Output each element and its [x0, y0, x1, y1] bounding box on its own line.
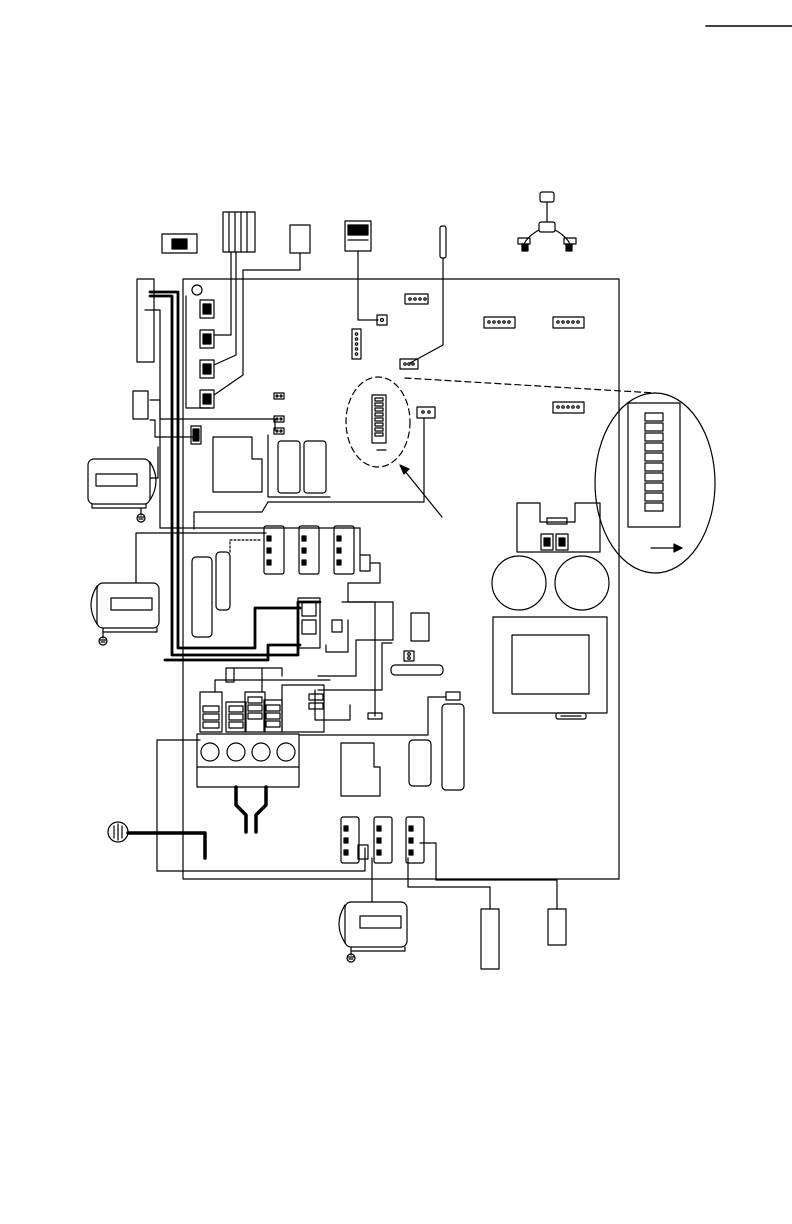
- chip-2: [304, 441, 326, 493]
- callout-dashed-line: [405, 378, 655, 393]
- switch-component: [162, 234, 197, 253]
- relay-bottom-3: [406, 817, 424, 863]
- left-small-box: [133, 391, 148, 419]
- component-right-mid: [411, 613, 429, 641]
- dotted-trace: [230, 540, 262, 552]
- power-cable: [236, 787, 266, 832]
- relay-bottom-1: [341, 817, 359, 863]
- chip-1: [278, 441, 300, 493]
- wire-bottom-loop: [157, 740, 365, 871]
- thin-wire-b: [150, 400, 275, 430]
- fuse-holder-2: [216, 552, 230, 610]
- connector-6pin-b: [553, 317, 584, 328]
- wire-heater-2: [214, 252, 236, 365]
- connector-2pin: [194, 407, 435, 529]
- trace-mid-3: [326, 620, 348, 652]
- dip-switch-large: [628, 403, 680, 527]
- connector-j4: [200, 390, 214, 408]
- capacitor-1: [492, 556, 546, 610]
- small-relay-box: [360, 555, 370, 571]
- pump-motor-3: [339, 858, 407, 962]
- chip-outline-bracket: [268, 435, 330, 497]
- fuse-right-small: [446, 692, 460, 700]
- capacitor-2: [555, 556, 609, 610]
- connector-6pin-c: [553, 402, 584, 413]
- pump-motor-1: [88, 447, 158, 522]
- on-direction-arrow: [651, 544, 682, 552]
- power-supply-bracket: [517, 503, 600, 552]
- l-shaped-component: [213, 437, 262, 492]
- connector-vertical-5pin: [352, 329, 361, 359]
- connector-j5: [191, 426, 201, 444]
- bottom-cylinder: [481, 909, 499, 969]
- fuse-right-1: [409, 740, 431, 786]
- relay-top-1: [264, 526, 284, 574]
- trace-mid-5: [234, 668, 282, 676]
- sensor-box: [290, 225, 310, 253]
- mount-hole: [192, 285, 202, 295]
- wire-sensor: [214, 253, 300, 395]
- relay-top-3: [334, 526, 354, 574]
- connector-4pin: [405, 294, 428, 304]
- temp-probe: [440, 226, 446, 258]
- connector-6pin-a: [484, 317, 515, 328]
- trace-mid-6: [262, 668, 330, 680]
- resistor: [391, 665, 443, 675]
- relay-top-2: [299, 526, 319, 574]
- relay-bank: [200, 680, 324, 732]
- thick-wire-1: [150, 296, 320, 655]
- trace-mid-4: [318, 643, 392, 690]
- dip-switch-highlight: [346, 377, 410, 467]
- pointer-arrow: [400, 465, 442, 517]
- terminal-block: [197, 734, 299, 787]
- wire-light: [358, 251, 378, 320]
- bottom-box: [548, 909, 566, 945]
- wire-cylinder: [408, 858, 490, 909]
- ozone-y-cable: [518, 192, 576, 251]
- l-shaped-component-2: [341, 743, 380, 796]
- wire-bottom-box: [420, 843, 557, 909]
- dip-switch-small: [372, 395, 386, 450]
- wire-probe: [410, 258, 443, 363]
- led-indicator: [404, 651, 414, 661]
- connector-j3: [200, 360, 214, 378]
- light-module: [345, 221, 371, 251]
- connector-j1: [200, 300, 214, 318]
- transformer: [493, 617, 607, 719]
- small-component-1: [332, 620, 342, 632]
- fuse-right-2: [442, 704, 464, 790]
- header-pin-1: [274, 393, 284, 399]
- fuse-holder-1: [192, 557, 212, 637]
- heater-block: [223, 212, 255, 252]
- wire-heater: [214, 252, 231, 335]
- main-connector: [298, 598, 320, 648]
- relay-bottom-2: [374, 817, 392, 863]
- connector-j2: [200, 330, 214, 348]
